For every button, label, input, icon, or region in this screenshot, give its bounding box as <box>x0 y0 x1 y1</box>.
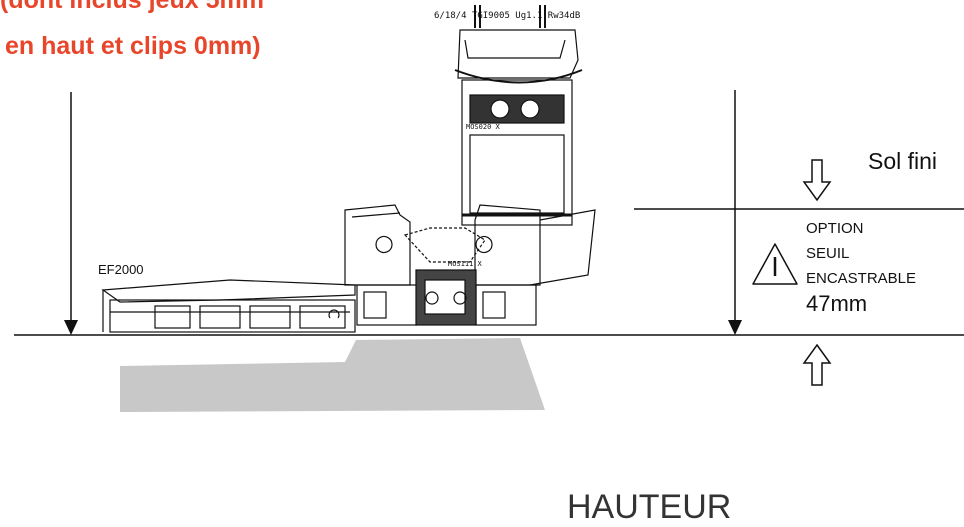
sash-profile <box>454 5 583 226</box>
sill-dimension-label: 47mm <box>806 291 868 316</box>
right-dimension-arrowhead <box>728 320 742 335</box>
hollow-arrow-up-icon <box>802 343 832 386</box>
concrete-slab <box>120 338 545 412</box>
hollow-arrow-down-icon <box>802 159 832 202</box>
sill-profile <box>101 279 356 333</box>
finished-floor-label: Sol fini <box>868 148 938 174</box>
frame-profile <box>344 204 596 326</box>
option-label-line-3: ENCASTRABLE <box>806 270 917 287</box>
warning-triangle-icon <box>752 243 798 285</box>
left-dimension-arrowhead <box>64 320 78 335</box>
profile-mark-lower: MOS111 X <box>448 260 482 268</box>
header-note-line-1: (dont inclus jeux 5mm <box>0 0 264 14</box>
option-label-line-1: OPTION <box>806 220 864 237</box>
header-note-line-2: en haut et clips 0mm) <box>5 32 261 60</box>
profile-reference-label: EF2000 <box>98 262 144 277</box>
option-label-line-2: SEUIL <box>806 245 850 262</box>
glazing-spec-label: 6/18/4 TGI9005 Ug1.1 Rw34dB <box>434 11 581 21</box>
profile-mark-upper: MOS020 X <box>466 123 500 131</box>
height-caption: HAUTEUR <box>567 488 732 526</box>
